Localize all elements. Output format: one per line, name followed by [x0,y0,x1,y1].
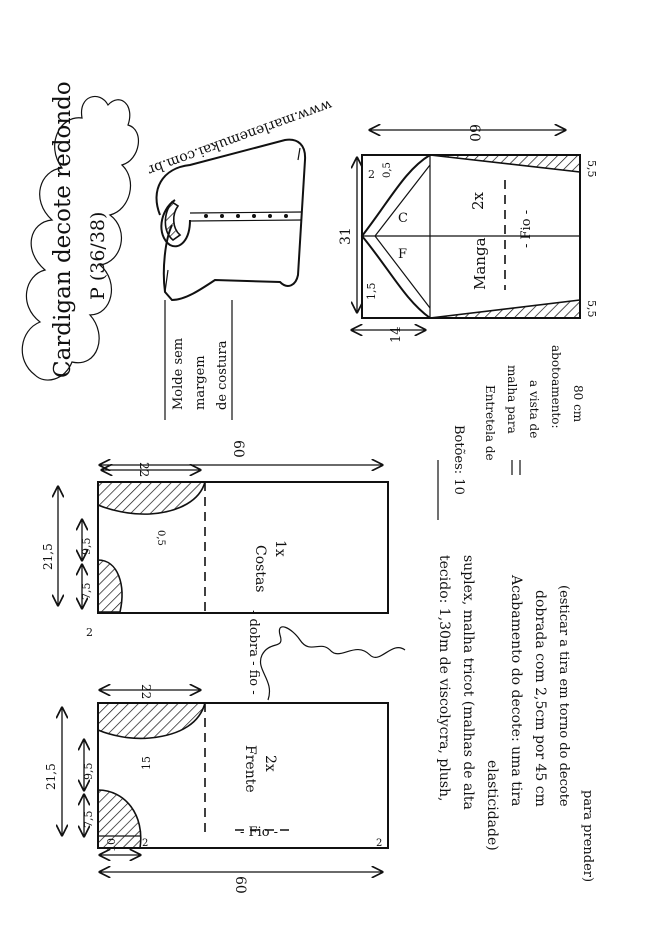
back-label: Costas [252,545,268,592]
website-url: www.marlenemukai.com.br [145,96,334,178]
interfacing-line1: Entretela de [483,385,497,461]
sleeve-mark-f: F [398,247,407,262]
back-total-width: 60 [230,440,246,458]
sleeve-mark-c: C [398,211,408,226]
fabric-line3: elasticidade) [484,760,500,851]
front-placket: 10 [105,838,118,852]
fabric-line5: dobrada com 2,5cm por 45 cm [532,590,548,807]
cardigan-sketch [155,138,307,302]
front-neck-depth: 15 [140,756,153,770]
sleeve-mark-05: 0,5 [382,162,393,178]
sleeve-top-offset: 5,5 [585,160,598,178]
front-total-width: 60 [232,876,248,894]
back-pattern: Costas 1x - dobra - fio - 60 22 21,5 9,5… [41,440,389,695]
sleeve-pattern: Manga 2x - Fio - 60 31 5,5 5,5 14 2 0,5 … [338,124,598,343]
sleeve-count: 2x [469,191,487,210]
front-pattern: Frente 2x - Fio - 60 22 21,5 9,5 7,5 15 … [44,684,389,894]
back-count: 1x [272,540,288,557]
signature [259,626,406,701]
sleeve-grain: - Fio - [519,210,534,248]
note-line3: de costura [215,340,230,410]
interfacing-line4: abotoamento: [549,345,563,429]
back-armhole-depth: 9,5 [80,538,93,556]
sleeve-label: Manga [471,237,489,290]
note-line2: margem [193,355,208,410]
front-armhole-depth: 9,5 [82,763,95,781]
front-shoulder-drop: 7,5 [82,811,95,829]
title-line1: Cardigan decote redondo [50,81,76,378]
front-grain: - Fio - [240,825,278,840]
fabric-line6: (esticar a tira em torno do decote [556,585,571,807]
sleeve-mark-15: 1,5 [365,283,378,301]
sleeve-height: 31 [338,227,354,245]
front-mark-2b: 2 [376,838,382,849]
buttons-label: Botões: 10 [451,425,466,495]
fabric-line2: suplex, malha tricot (malhas de alta [460,555,476,810]
interfacing-line2: malha para [505,365,519,434]
note-line1: Molde sem [171,338,186,410]
back-neck-width: 22 [137,462,151,477]
fabric-line4: Acabamento do decote: uma tira [508,574,524,806]
back-fold: - dobra - fio - [246,610,261,695]
title-cloud: Cardigan decote redondo P (36/38) [21,81,140,381]
sleeve-width: 60 [466,124,482,142]
interfacing-line3: a vista de [527,380,541,438]
back-mark-05: 0,5 [155,530,166,546]
front-count: 2x [262,755,278,772]
interfacing-line5: 80 cm [571,385,585,423]
title-line2: P (36/38) [87,212,109,300]
sleeve-cap-left: 14 [389,326,404,343]
back-total-height: 21,5 [41,543,55,570]
back-shoulder-drop: 7,5 [80,583,93,601]
notes-right: Botões: 10 Entretela de malha para a vis… [437,345,585,520]
fabric-line7: para prender) [580,790,595,882]
fabric-notes: tecido: 1,30m de viscolycra, plush, supl… [436,555,595,882]
sleeve-bottom-offset: 5,5 [585,300,598,318]
front-total-height: 21,5 [44,763,58,790]
fabric-line1: tecido: 1,30m de viscolycra, plush, [436,555,452,802]
front-mark-2a: 2 [142,838,148,849]
note-box: Molde sem margem de costura [164,300,233,420]
sleeve-mark-2: 2 [368,168,375,181]
front-label: Frente [242,745,258,793]
back-mark-2: 2 [86,626,93,639]
front-neck-width: 22 [139,684,153,699]
